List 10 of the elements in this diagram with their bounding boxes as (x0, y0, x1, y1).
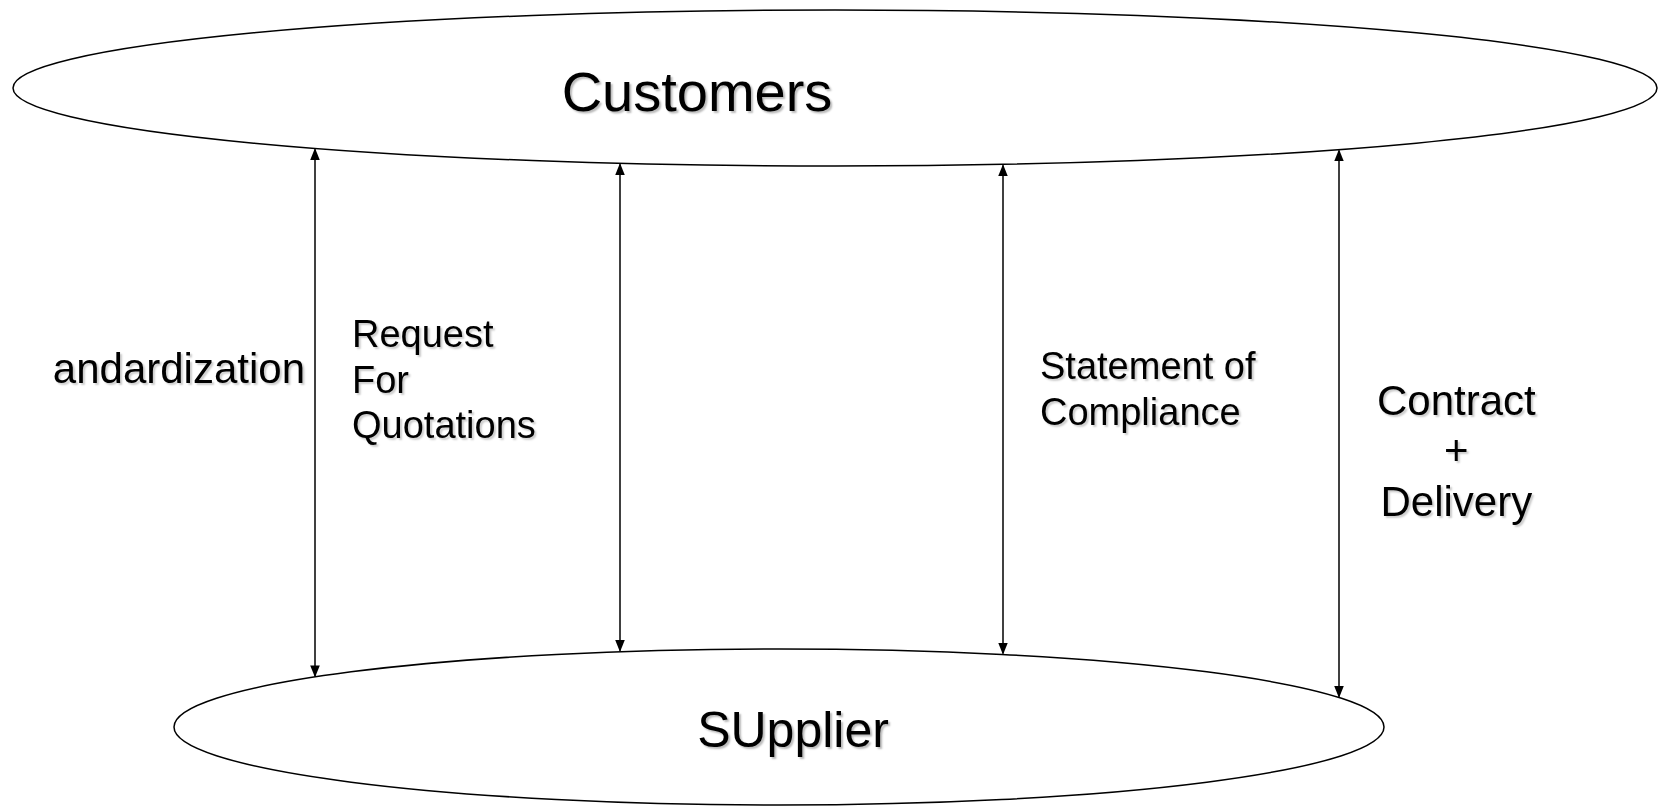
edge-label: Statement of Compliance (1040, 344, 1257, 435)
edge-label: andardization (52, 344, 305, 394)
double-arrow (310, 148, 320, 678)
double-arrow (998, 164, 1008, 655)
double-arrow (615, 163, 625, 652)
node-label: Customers (561, 58, 833, 124)
node-label: SUpplier (697, 701, 889, 759)
edge-label: Contract + Delivery (1377, 376, 1536, 527)
double-arrow (1334, 149, 1344, 698)
edge-label: Request For Quotations (352, 312, 536, 449)
